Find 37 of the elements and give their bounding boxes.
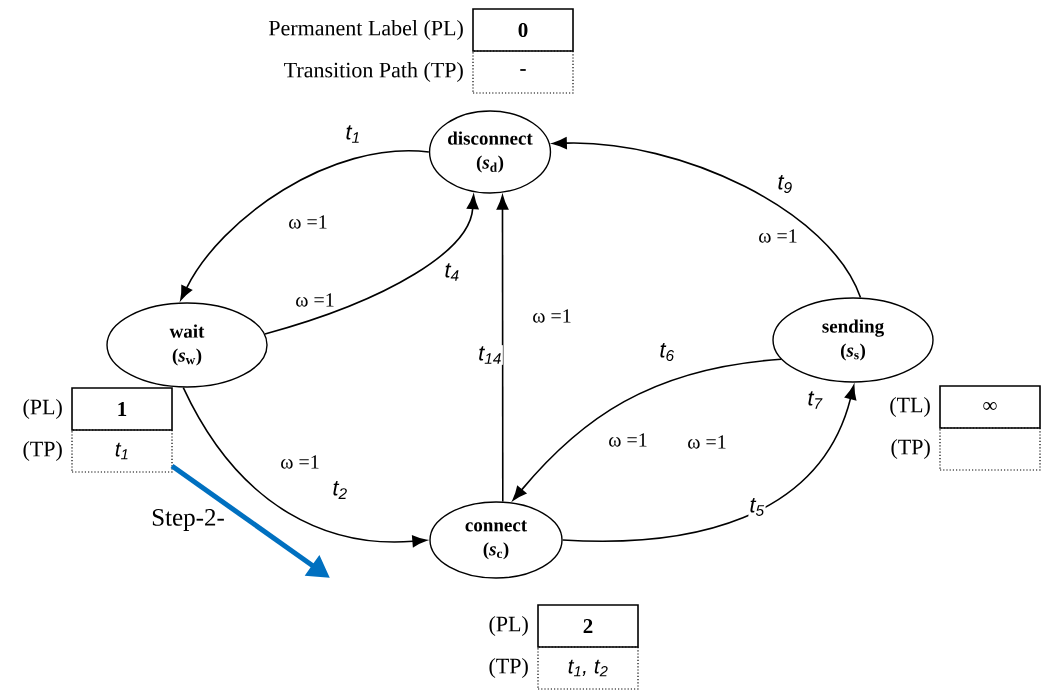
- arrow: [180, 150, 430, 301]
- value-box: 0: [472, 8, 574, 52]
- row-label: Permanent Label (PL): [268, 20, 463, 40]
- weight-label: ω =1: [759, 229, 797, 243]
- path-box: t$_{1}$: [71, 429, 173, 473]
- weight-label: ω =1: [533, 309, 571, 323]
- weight-label: ω =1: [296, 293, 334, 307]
- edge-label: t$_{9}$: [776, 174, 794, 194]
- row-label: Transition Path (TP): [284, 62, 463, 82]
- arrow: [552, 137, 862, 299]
- edge-label: t$_{1}$: [344, 124, 362, 144]
- path-box: -: [472, 50, 574, 94]
- value-box: 2: [537, 604, 639, 648]
- edge-label: t$_{6}$: [658, 342, 676, 362]
- edge-label: t$_{14}$: [477, 345, 503, 365]
- arrow: [561, 385, 857, 542]
- weight-label: ω =1: [609, 433, 647, 447]
- row-label: (TP): [891, 439, 930, 459]
- row-label: (PL): [489, 616, 528, 636]
- row-label: (TP): [489, 658, 528, 678]
- path-box: [939, 427, 1041, 471]
- step-label: Step-2-: [152, 509, 224, 531]
- path-box: t$_{1}$, t$_{2}$: [537, 646, 639, 690]
- edge-label: t$_{5}$: [748, 497, 766, 517]
- arrow: [264, 194, 479, 335]
- weight-label: ω =1: [281, 455, 319, 469]
- weight-label: ω =1: [289, 215, 327, 229]
- value-box: 1: [71, 387, 173, 431]
- edge-label: t$_{2}$: [331, 480, 349, 500]
- row-label: (PL): [23, 399, 62, 419]
- row-label: (TP): [23, 441, 62, 461]
- arrow: [496, 195, 509, 503]
- weight-label: ω =1: [688, 435, 726, 449]
- row-label: (TL): [890, 397, 930, 417]
- edge-label: t$_{4}$: [443, 262, 461, 282]
- value-box: ∞: [939, 385, 1041, 429]
- arrow: [512, 358, 782, 501]
